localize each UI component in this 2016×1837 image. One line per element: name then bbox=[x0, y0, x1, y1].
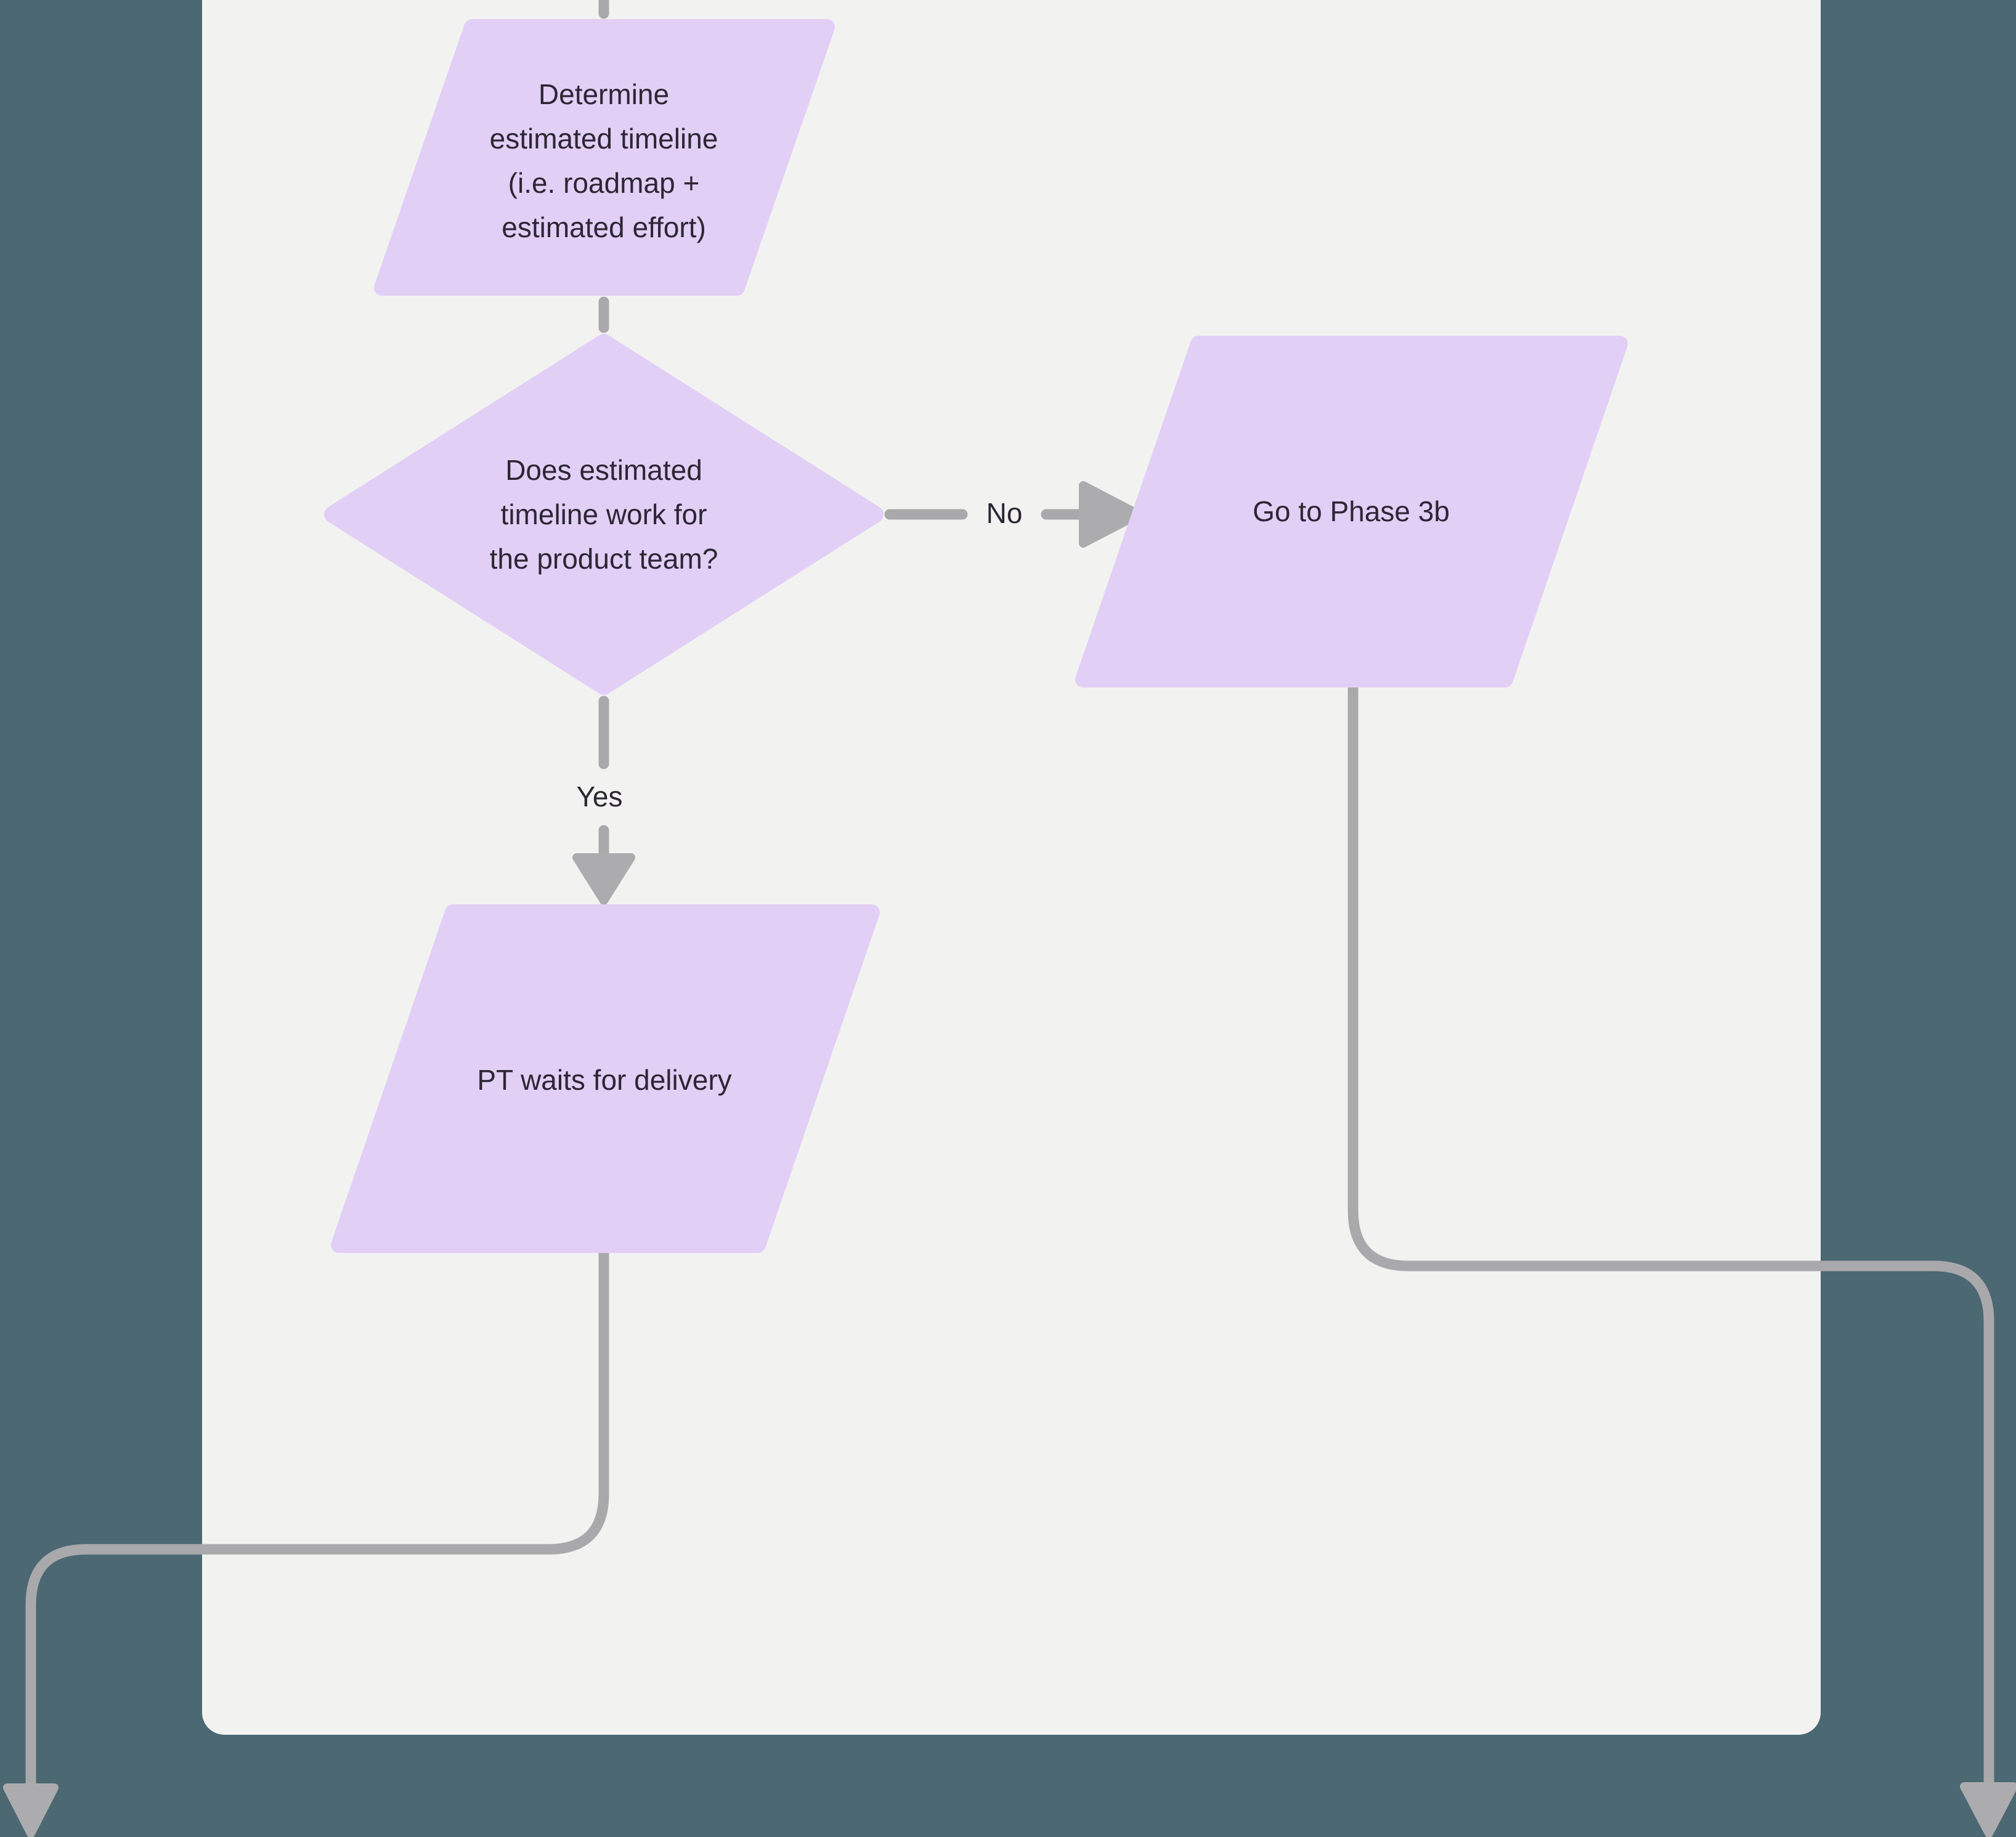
connector-ptwaits-exit-bottom-left bbox=[25, 1249, 609, 1791]
arrow-down-icon bbox=[1960, 1782, 2016, 1837]
node-pt-waits-delivery-shape[interactable] bbox=[331, 904, 880, 1253]
node-determine-timeline-shape[interactable] bbox=[374, 19, 835, 296]
node-go-phase-3b-shape[interactable] bbox=[1075, 336, 1628, 687]
connector-gophase3b-exit-bottom-right bbox=[1347, 683, 1994, 1790]
arrow-down-icon bbox=[572, 853, 635, 905]
node-timeline-works-decision-shape[interactable] bbox=[324, 334, 884, 695]
arrow-right-icon bbox=[1079, 481, 1143, 548]
arrow-down-icon bbox=[3, 1783, 59, 1837]
